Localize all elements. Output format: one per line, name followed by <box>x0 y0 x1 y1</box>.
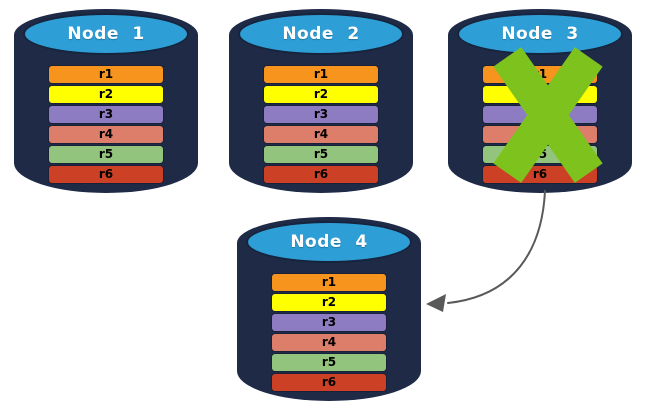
replica-row: r1 <box>272 274 386 291</box>
replica-row: r3 <box>264 106 378 123</box>
node-1-cylinder: Node 1 r1 r2 r3 r4 r5 r6 <box>14 9 198 193</box>
cylinder-top: Node 4 <box>246 221 412 263</box>
replica-row: r3 <box>49 106 163 123</box>
replica-row: r4 <box>264 126 378 143</box>
replica-row: r5 <box>272 354 386 371</box>
cylinder-top: Node 1 <box>23 13 189 55</box>
arrow-curve <box>447 190 546 304</box>
replica-list: r1 r2 r3 r4 r5 r6 <box>49 66 163 183</box>
replica-row: r5 <box>49 146 163 163</box>
node-title: Node 3 <box>501 24 579 44</box>
replica-row: r4 <box>272 334 386 351</box>
node-title: Node 1 <box>67 24 145 44</box>
node-title: Node 4 <box>290 232 368 252</box>
x-cross-icon <box>448 9 632 193</box>
replica-row: r2 <box>272 294 386 311</box>
replica-row: r3 <box>272 314 386 331</box>
replica-row: r1 <box>264 66 378 83</box>
node-4-cylinder: Node 4 r1 r2 r3 r4 r5 r6 <box>237 217 421 401</box>
cylinder-top: Node 2 <box>238 13 404 55</box>
arrow-head <box>426 294 446 312</box>
node-title: Node 2 <box>282 24 360 44</box>
replica-row: r6 <box>264 166 378 183</box>
replica-row: r6 <box>272 374 386 391</box>
replica-row: r2 <box>49 86 163 103</box>
replica-row: r1 <box>49 66 163 83</box>
cylinder-top: Node 3 <box>457 13 623 55</box>
node-2-cylinder: Node 2 r1 r2 r3 r4 r5 r6 <box>229 9 413 193</box>
replica-row: r6 <box>49 166 163 183</box>
node-3-cylinder: Node 3 r1 r2 r3 r4 r5 r6 <box>448 9 632 193</box>
replica-list: r1 r2 r3 r4 r5 r6 <box>264 66 378 183</box>
replica-list: r1 r2 r3 r4 r5 r6 <box>272 274 386 391</box>
replica-row: r5 <box>264 146 378 163</box>
replica-row: r4 <box>49 126 163 143</box>
replica-row: r2 <box>264 86 378 103</box>
